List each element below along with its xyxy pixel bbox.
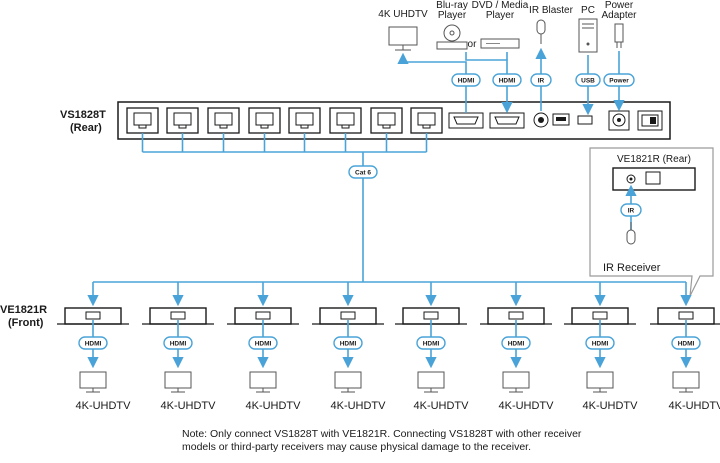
receiver-group-side: (Front) <box>8 317 44 329</box>
damage-note: Note: Only connect VS1828T with VE1821R.… <box>182 428 652 454</box>
hdmi-output-tag-8: HDMI <box>671 336 701 350</box>
receiver-unit-8: HDMI 4K-UHDTV <box>650 282 720 412</box>
transmitter-name: VS1828T <box>60 109 106 121</box>
output-tv-icon-1 <box>79 371 107 393</box>
cat6-tag: Cat 6 <box>348 165 378 179</box>
receiver-unit-2: HDMI 4K-UHDTV <box>142 282 216 412</box>
receiver-unit-7: HDMI 4K-UHDTV <box>564 282 638 412</box>
tv-icon <box>388 26 418 51</box>
vs1828t-rear-panel <box>117 101 671 140</box>
callout-title: VE1821R (Rear) <box>617 154 691 165</box>
svg-text:HDMI: HDMI <box>678 341 695 348</box>
rj45-port-3 <box>207 107 240 134</box>
pc-tower-icon <box>578 18 598 53</box>
hdmi-output-tag-2: HDMI <box>163 336 193 350</box>
rj45-port-row <box>126 107 443 134</box>
power-tag: Power <box>603 73 635 87</box>
power-switch <box>637 110 663 131</box>
note-line-1: Note: Only connect VS1828T with VE1821R.… <box>182 428 582 440</box>
output-tv-label-6: 4K-UHDTV <box>498 400 554 412</box>
hdmi-out-port <box>448 112 484 129</box>
ve1821r-rear-callout: VE1821R (Rear) IR IR Receiver <box>589 147 714 297</box>
output-tv-icon-7 <box>586 371 614 393</box>
hdmi-output-tag-6: HDMI <box>501 336 531 350</box>
output-tv-icon-6 <box>502 371 530 393</box>
ir-receiver-label: IR Receiver <box>603 262 661 274</box>
hdmi-in-port <box>489 112 525 129</box>
output-tv-label-4: 4K-UHDTV <box>330 400 386 412</box>
output-tv-label-1: 4K-UHDTV <box>75 400 131 412</box>
receiver-unit-6: HDMI 4K-UHDTV <box>480 282 554 412</box>
hdmi-output-tag-5: HDMI <box>416 336 446 350</box>
or-label: or <box>468 39 478 50</box>
output-tv-label-5: 4K-UHDTV <box>413 400 469 412</box>
hdmi-in-tag: HDMI <box>492 73 522 87</box>
rj45-port-5 <box>288 107 321 134</box>
pc-label: PC <box>581 5 595 16</box>
receiver-unit-5: HDMI 4K-UHDTV <box>395 282 469 412</box>
svg-text:HDMI: HDMI <box>499 78 516 85</box>
power-adapter-icon <box>614 23 624 48</box>
dvd-label-2: Player <box>486 10 515 21</box>
svg-text:IR: IR <box>628 208 635 215</box>
receiver-row: HDMI4K-UHDTVHDMI4K-UHDTVHDMI4K-UHDTVHDMI… <box>57 281 720 412</box>
note-line-2: models or third-party receivers may caus… <box>182 441 531 453</box>
receiver-unit-3: HDMI 4K-UHDTV <box>227 282 301 412</box>
usb-port-a <box>552 113 570 126</box>
svg-text:HDMI: HDMI <box>423 341 440 348</box>
svg-text:Cat 6: Cat 6 <box>355 170 371 177</box>
dvd-label-1: DVD / Media <box>472 0 529 11</box>
bluray-label-2: Player <box>438 10 467 21</box>
svg-text:HDMI: HDMI <box>170 341 187 348</box>
rj45-port-7 <box>370 107 403 134</box>
svg-text:HDMI: HDMI <box>85 341 102 348</box>
usb-port-mini <box>577 115 593 125</box>
output-tv-icon-5 <box>417 371 445 393</box>
cat6-cable-bus <box>141 133 428 282</box>
ir-tag: IR <box>530 73 552 87</box>
output-tv-label-2: 4K-UHDTV <box>160 400 216 412</box>
svg-text:HDMI: HDMI <box>508 341 525 348</box>
power-jack <box>608 110 630 131</box>
power-label-2: Adapter <box>601 10 637 21</box>
svg-text:IR: IR <box>538 78 545 85</box>
bluray-label-1: Blu-ray <box>436 0 468 11</box>
hdmi-output-tag-7: HDMI <box>585 336 615 350</box>
receiver-unit-4: HDMI 4K-UHDTV <box>312 282 386 412</box>
output-tv-icon-8 <box>672 371 700 393</box>
hdmi-output-tag-4: HDMI <box>333 336 363 350</box>
dvd-player-icon <box>480 38 520 49</box>
ir-jack <box>533 112 549 128</box>
output-tv-icon-3 <box>249 371 277 393</box>
top-tv-label: 4K UHDTV <box>378 9 428 20</box>
output-tv-label-3: 4K-UHDTV <box>245 400 301 412</box>
ir-blaster-icon <box>536 19 546 44</box>
svg-text:USB: USB <box>581 78 595 85</box>
rj45-port-6 <box>329 107 362 134</box>
rj45-port-4 <box>248 107 281 134</box>
ir-receiver-icon <box>626 222 636 245</box>
rj45-port-1 <box>126 107 159 134</box>
svg-text:Power: Power <box>609 78 629 85</box>
transmitter-side: (Rear) <box>70 122 102 134</box>
usb-tag: USB <box>575 73 601 87</box>
bluray-player-icon <box>436 24 468 50</box>
output-tv-icon-4 <box>334 371 362 393</box>
svg-text:HDMI: HDMI <box>340 341 357 348</box>
receiver-unit-1: HDMI 4K-UHDTV <box>57 282 131 412</box>
hdmi-output-tag-3: HDMI <box>248 336 278 350</box>
svg-text:HDMI: HDMI <box>255 341 272 348</box>
rj45-port-8 <box>410 107 443 134</box>
power-label-1: Power <box>605 0 634 11</box>
svg-text:HDMI: HDMI <box>458 78 475 85</box>
output-tv-label-8: 4K-UHDTV <box>668 400 720 412</box>
output-tv-icon-2 <box>164 371 192 393</box>
ir-blaster-label: IR Blaster <box>529 5 574 16</box>
hdmi-output-tag-1: HDMI <box>78 336 108 350</box>
receiver-group-name: VE1821R <box>0 304 47 316</box>
svg-text:HDMI: HDMI <box>592 341 609 348</box>
rj45-port-2 <box>166 107 199 134</box>
hdmi-out-tag: HDMI <box>451 73 481 87</box>
output-tv-label-7: 4K-UHDTV <box>582 400 638 412</box>
